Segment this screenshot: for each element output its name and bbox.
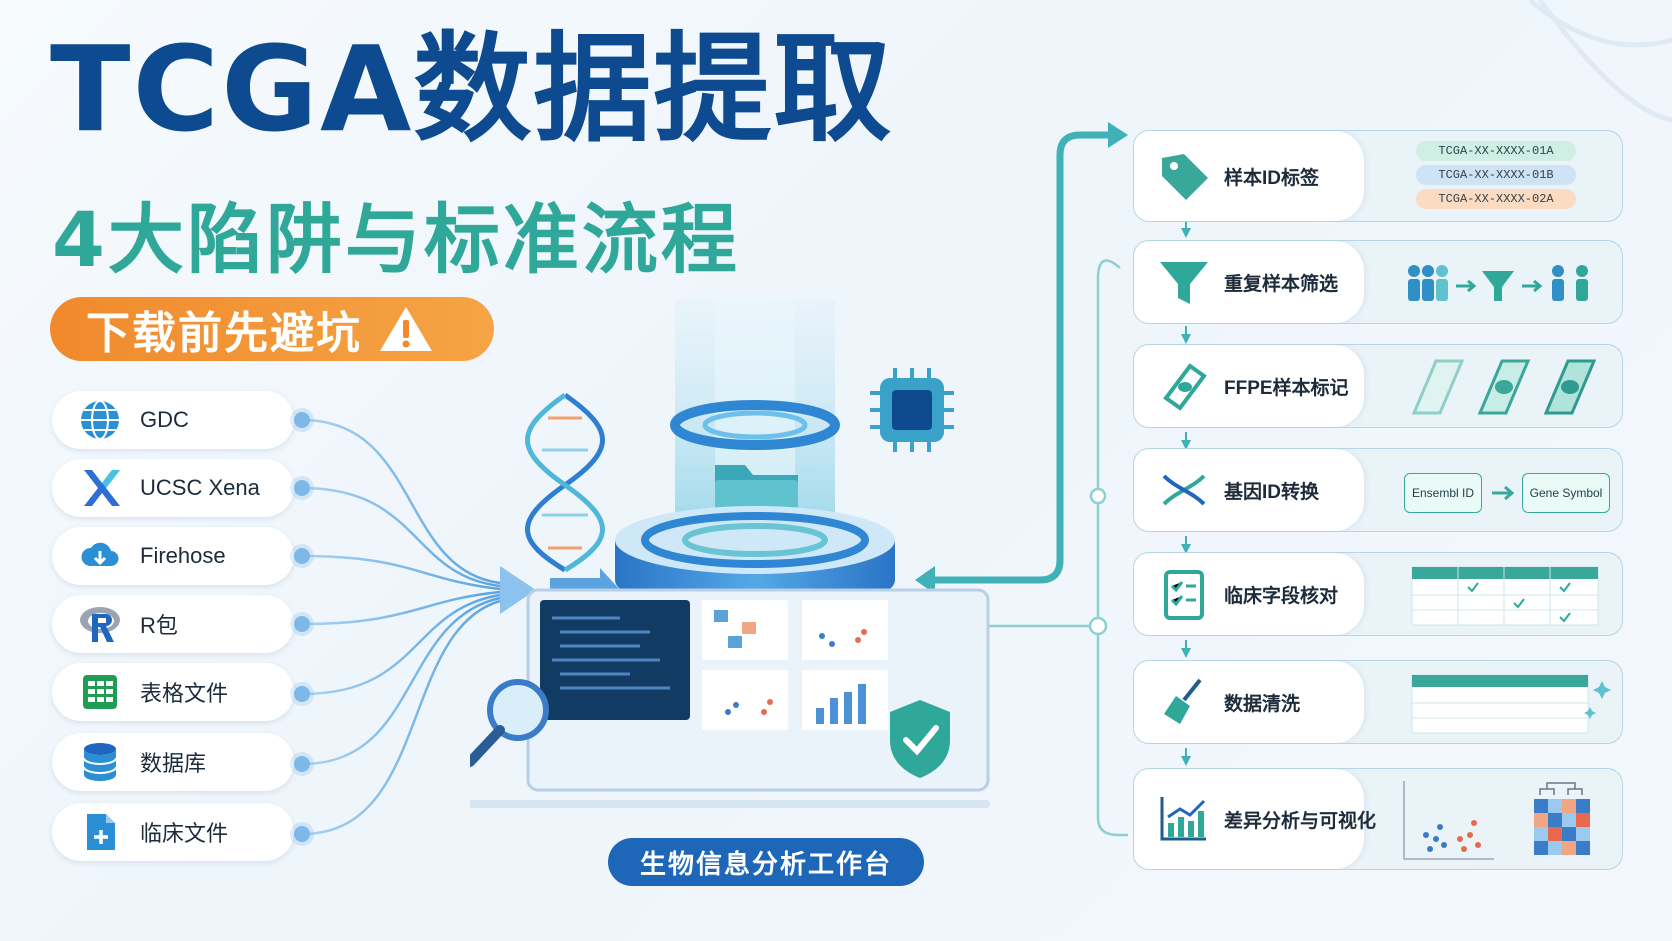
dedup-illustration — [1408, 265, 1588, 301]
warning-icon — [380, 307, 432, 351]
magnifier-icon — [470, 679, 549, 767]
ensembl-id-box: Ensembl ID — [1404, 473, 1482, 513]
connector-dot — [294, 616, 310, 632]
step-sample-id-tag[interactable]: 样本ID标签 TCGA-XX-XXXX-01A TCGA-XX-XXXX-01B… — [1133, 130, 1623, 222]
gene-symbol-box: Gene Symbol — [1522, 473, 1610, 513]
data-hub-illustration — [470, 300, 990, 808]
file-add-icon — [87, 814, 115, 850]
connector-dot — [294, 480, 310, 496]
warning-text: 下载前先避坑 — [86, 308, 362, 359]
step-diff-analysis[interactable]: 差异分析与可视化 — [1133, 768, 1623, 870]
source-item-clinical-file[interactable]: 临床文件 — [52, 803, 294, 861]
source-item-ucsc-xena[interactable]: UCSC Xena — [52, 459, 294, 517]
dna-icon — [525, 392, 605, 573]
connector-dot — [294, 412, 310, 428]
checklist-icon — [1164, 570, 1204, 620]
sample-id-tag: TCGA-XX-XXXX-02A — [1416, 189, 1576, 209]
database-icon — [83, 743, 117, 781]
cloud-download-icon — [81, 542, 119, 566]
step-ffpe-mark[interactable]: FFPE样本标记 — [1133, 344, 1623, 428]
source-label: UCSC Xena — [140, 475, 260, 500]
tissue-slide-icon — [1163, 363, 1207, 411]
broom-icon — [1164, 678, 1202, 724]
step-data-cleaning[interactable]: 数据清洗 — [1133, 660, 1623, 744]
source-item-spreadsheet[interactable]: 表格文件 — [52, 663, 294, 721]
globe-icon — [81, 400, 119, 440]
step-duplicate-filter[interactable]: 重复样本筛选 — [1133, 240, 1623, 324]
source-item-gdc[interactable]: GDC — [52, 391, 294, 449]
funnel-icon — [1160, 262, 1208, 304]
shield-check-icon — [890, 700, 950, 778]
clinical-table-illustration — [1411, 566, 1599, 626]
monitor-illustration — [470, 588, 990, 808]
chip-icon — [870, 368, 954, 452]
source-label: GDC — [140, 407, 189, 432]
spreadsheet-icon — [83, 675, 117, 709]
platform-label: 生物信息分析工作台 — [608, 838, 924, 886]
volcano-heatmap-illustration — [1403, 781, 1590, 860]
connector-dot — [294, 548, 310, 564]
arrow-right-icon — [1492, 485, 1515, 501]
dna-icon — [1162, 474, 1206, 506]
source-item-database[interactable]: 数据库 — [52, 733, 294, 791]
page-subtitle: 4大陷阱与标准流程 — [52, 195, 740, 284]
sample-id-tag: TCGA-XX-XXXX-01A — [1416, 141, 1576, 161]
flow-arrow — [500, 566, 536, 614]
page-title: TCGA数据提取 — [50, 20, 894, 158]
warning-badge: 下载前先避坑 — [50, 297, 494, 361]
clean-table-illustration — [1411, 674, 1611, 734]
source-item-firehose[interactable]: Firehose — [52, 527, 294, 585]
chart-icon — [1160, 797, 1206, 841]
r-logo-icon — [80, 607, 120, 642]
tag-icon — [1162, 154, 1208, 200]
connector-dot — [294, 756, 310, 772]
source-label: 表格文件 — [140, 681, 229, 706]
source-item-r-package[interactable]: R包 — [52, 595, 294, 653]
connector-dot — [294, 686, 310, 702]
source-label: R包 — [140, 613, 178, 638]
ffpe-slides-illustration — [1411, 359, 1597, 415]
step-clinical-check[interactable]: 临床字段核对 — [1133, 552, 1623, 636]
source-label: 临床文件 — [140, 821, 229, 846]
source-label: 数据库 — [140, 751, 207, 776]
source-label: Firehose — [140, 543, 226, 568]
step-gene-id-convert[interactable]: 基因ID转换 Ensembl ID Gene Symbol — [1133, 448, 1623, 532]
sample-id-tag: TCGA-XX-XXXX-01B — [1416, 165, 1576, 185]
connector-dot — [294, 826, 310, 842]
xena-x-icon — [84, 470, 120, 506]
